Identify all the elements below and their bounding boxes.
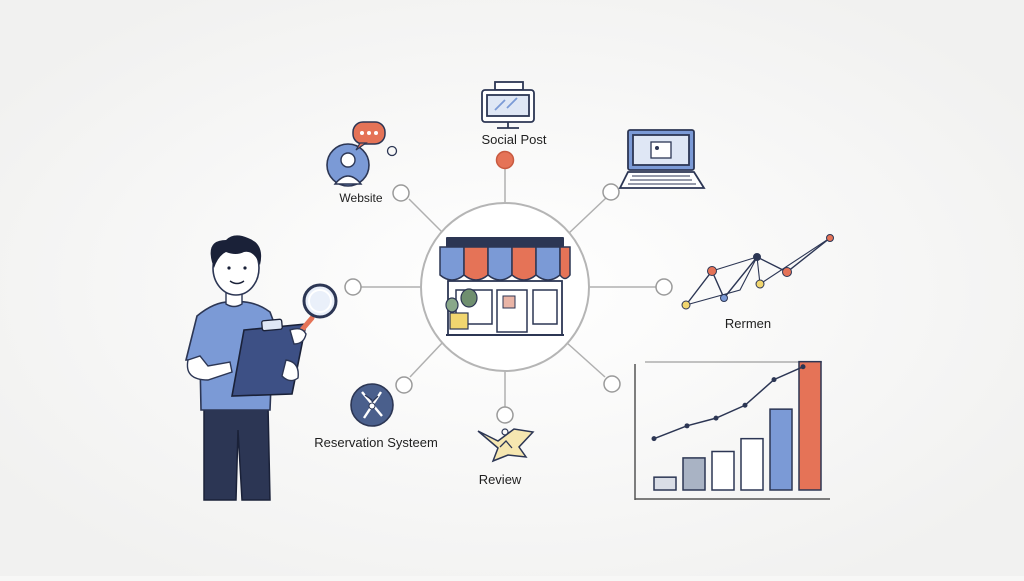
monitor-icon: [481, 81, 535, 129]
person-figure: [184, 235, 338, 501]
trend-line: [653, 366, 804, 440]
chart-bar: [711, 450, 735, 491]
spoke-nodes: [344, 150, 673, 424]
node-social[interactable]: [495, 150, 515, 170]
rermen-label: Rermen: [724, 316, 772, 331]
spoke-laptop: [567, 197, 607, 235]
reservation-label: Reservation Systeem: [314, 435, 438, 450]
review-label: Review: [478, 472, 522, 487]
trend-point: [713, 415, 719, 421]
social-post-label: Social Post: [481, 132, 547, 147]
trend-point: [651, 436, 657, 442]
node-laptop[interactable]: [602, 183, 620, 201]
spokes: [361, 168, 656, 407]
chart-bar: [798, 360, 822, 491]
chat-bubble-icon: [352, 121, 398, 157]
chart-bar: [740, 437, 764, 491]
node-reservation[interactable]: [395, 376, 413, 394]
store-icon: [439, 237, 571, 336]
trend-point: [684, 423, 690, 429]
website-label: Website: [339, 191, 383, 205]
node-rermen[interactable]: [655, 278, 673, 296]
person-pants: [203, 404, 271, 501]
chart-bar: [653, 476, 677, 491]
node-left[interactable]: [344, 278, 362, 296]
hub[interactable]: [420, 202, 590, 372]
trend-point: [800, 364, 806, 370]
spoke-website: [408, 198, 446, 236]
compass-icon: [350, 383, 394, 427]
spoke-chart: [565, 341, 606, 378]
trend-point: [771, 377, 777, 383]
star-icon: [477, 428, 535, 463]
chart-bar: [682, 457, 706, 491]
node-website[interactable]: [392, 184, 410, 202]
network-chart-icon: [681, 234, 834, 310]
spoke-reservation: [409, 340, 445, 378]
node-review[interactable]: [496, 406, 514, 424]
user-icon: [326, 143, 370, 187]
laptop-icon: [618, 129, 706, 189]
chart-bar: [769, 408, 793, 491]
node-chart[interactable]: [603, 375, 621, 393]
trend-point: [742, 402, 748, 408]
person-hair: [210, 235, 262, 268]
bar-chart: [634, 360, 830, 500]
